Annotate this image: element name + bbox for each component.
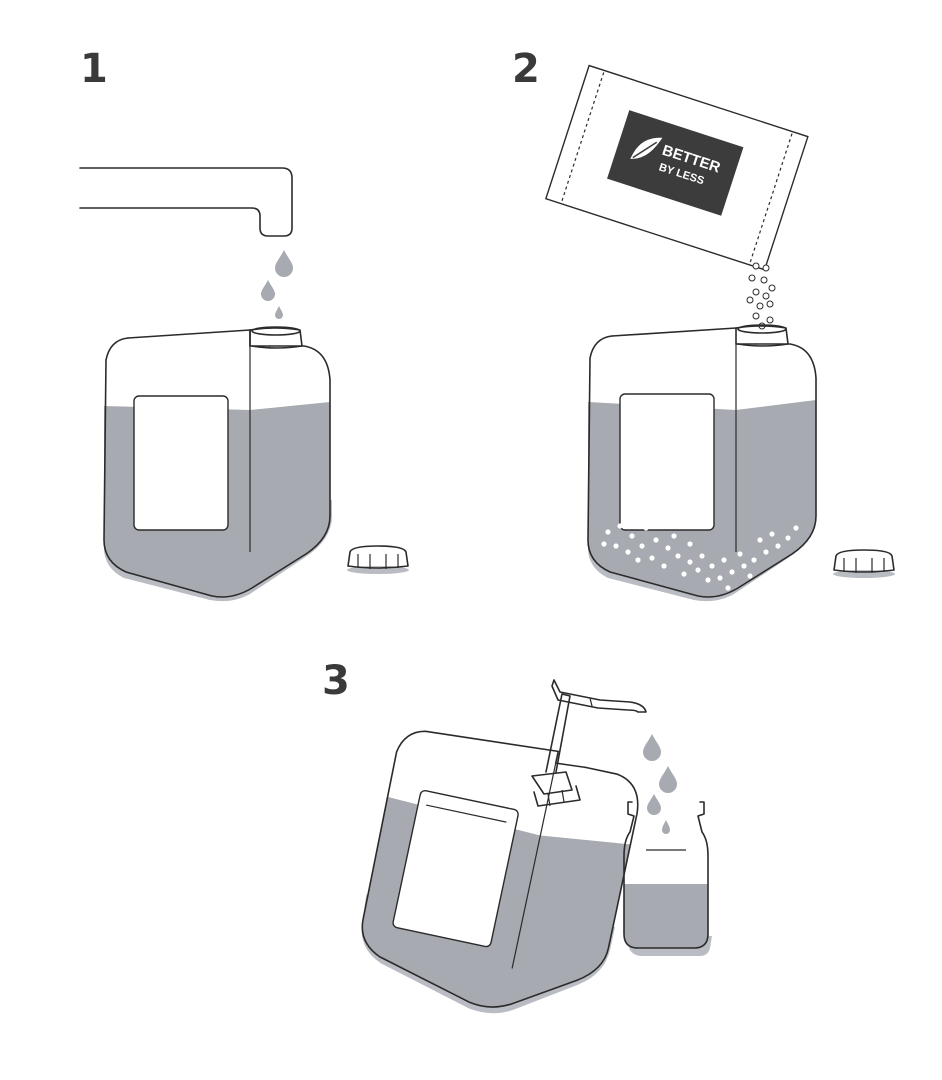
step-1-number: 1 bbox=[80, 46, 108, 92]
refill-sachet: BETTER BY LESS bbox=[544, 64, 809, 271]
canister-label bbox=[392, 789, 519, 948]
falling-granules-icon bbox=[746, 262, 776, 330]
leaf-logo-icon bbox=[630, 137, 663, 159]
canister-label bbox=[619, 393, 715, 531]
step-3-number: 3 bbox=[322, 658, 350, 704]
canister-3 bbox=[361, 730, 639, 1014]
step-1-panel: 1 bbox=[79, 46, 409, 602]
canister-2 bbox=[587, 324, 817, 602]
soap-drops-icon bbox=[643, 734, 677, 834]
tap-icon bbox=[79, 167, 293, 237]
step-2-number: 2 bbox=[512, 46, 540, 92]
dispenser-pump-icon bbox=[531, 679, 647, 807]
dissolving-granules bbox=[601, 523, 799, 591]
step-2-panel: 2 BETTER BY LESS bbox=[512, 46, 895, 602]
water-drops-icon bbox=[261, 250, 293, 319]
cap-2-icon bbox=[833, 549, 895, 578]
step-3-panel: 3 bbox=[322, 658, 712, 1014]
canister-1 bbox=[103, 326, 332, 602]
bottle-liquid bbox=[624, 884, 708, 948]
cap-1-icon bbox=[347, 545, 409, 574]
canister-label bbox=[133, 395, 229, 531]
sachet-brand-label bbox=[607, 110, 744, 216]
refill-bottle bbox=[623, 801, 712, 956]
